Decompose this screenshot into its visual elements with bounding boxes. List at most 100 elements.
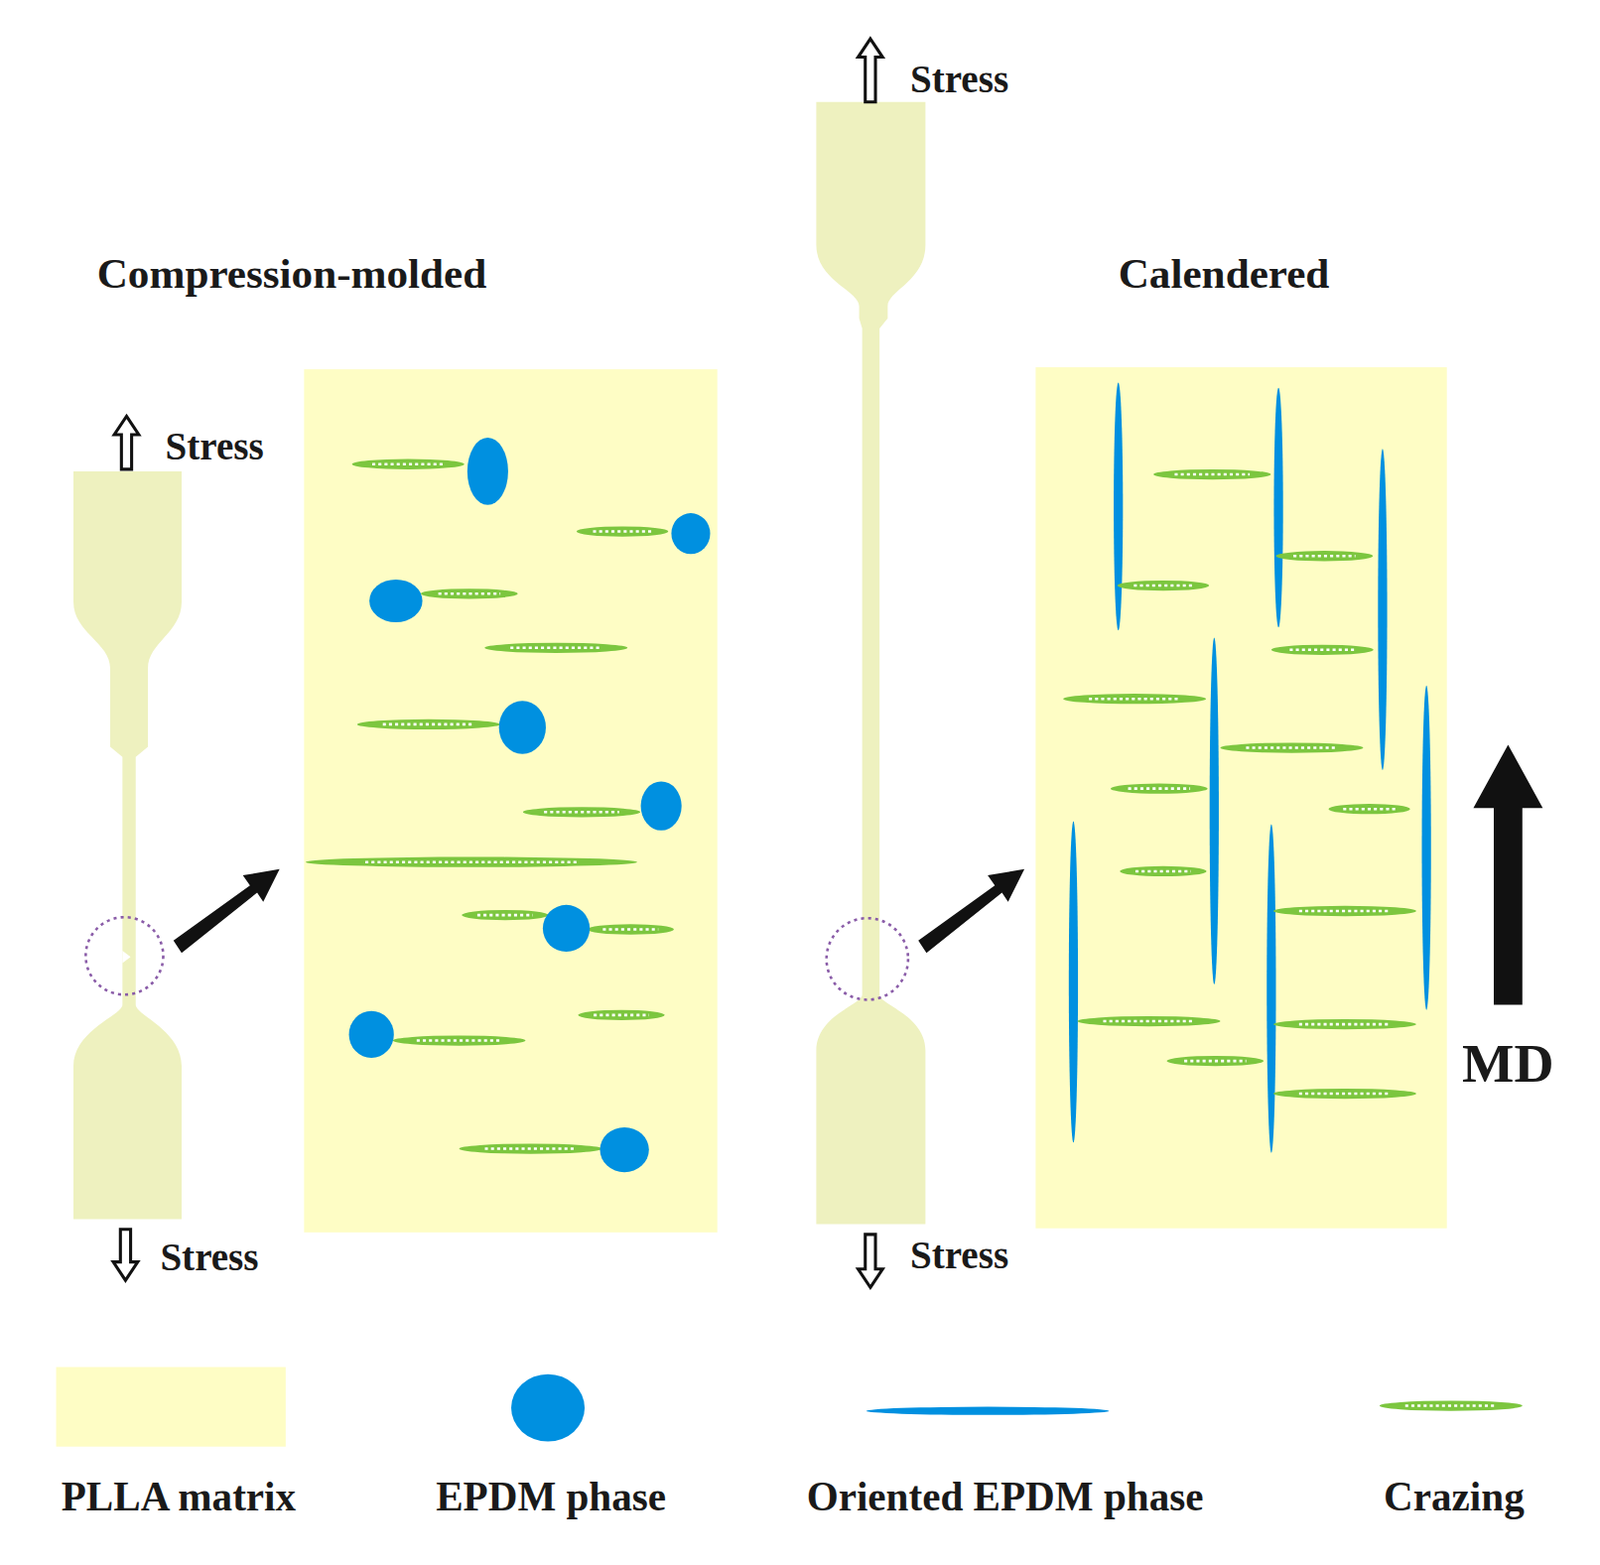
crazing-void [1289,649,1355,653]
oriented-epdm [1068,821,1078,1144]
crazing [1167,1056,1265,1067]
epdm-particle [349,1011,395,1059]
crazing-void [510,646,602,650]
epdm-particle [542,905,590,952]
crazing-void [1128,787,1192,791]
epdm-particle [599,1127,649,1173]
crazing [305,857,638,868]
stress-label: Stress [910,59,1009,99]
crazing-void [477,914,534,918]
crazing-void [1299,910,1391,914]
crazing-void [1174,473,1250,477]
legend-label: Oriented EPDM phase [806,1477,1204,1519]
notch [122,950,131,963]
crazing-void [485,1147,577,1151]
crazing [420,588,519,599]
epdm-particle [641,781,682,830]
oriented-epdm [1266,824,1276,1154]
crazing-void [438,592,502,596]
crazing [1271,645,1374,656]
matrix-panel [303,369,717,1233]
crazing-void [1184,1060,1247,1064]
legend-label: Crazing [1383,1477,1525,1519]
crazing [352,459,465,470]
crazing-void [543,810,620,814]
stress-label: Stress [159,1237,259,1277]
crazing [1077,1016,1221,1027]
crazing [1153,469,1271,480]
crazing [523,806,641,817]
panel-title: Compression-molded [97,252,488,295]
zoom-arrow [918,869,1025,953]
crazing-void [1133,584,1193,588]
zoom-circle [826,918,909,1000]
oriented-epdm [1209,638,1219,986]
specimen-calendered [815,102,926,1225]
panel-title: Calendered [1118,252,1331,295]
oriented-epdm [1377,448,1387,771]
crazing-void [1342,807,1396,811]
stress-arrow [113,1229,138,1281]
crazing-void [1299,1092,1391,1096]
stress-label: Stress [165,426,265,466]
crazing-void [592,530,652,534]
crazing-void [593,1014,650,1018]
stress-arrow [858,1234,884,1288]
crazing [1117,580,1210,591]
crazing-void [1135,870,1192,874]
oriented-epdm [1273,388,1283,629]
crazing [461,910,548,921]
crazing [1063,693,1206,704]
epdm-particle [467,437,509,506]
stress-arrow [114,415,139,469]
legend-swatch-frame [56,1367,286,1448]
crazing [1276,550,1374,561]
epdm-particle [369,579,422,623]
crazing [1273,1019,1417,1030]
crazing [1328,803,1410,814]
legend-epdm-blob [511,1374,585,1443]
md-arrow [1472,744,1543,1005]
crazing-void [416,1039,503,1043]
crazing-void [1405,1404,1497,1408]
crazing-void [1245,746,1337,750]
crazing [576,526,669,536]
crazing [1110,784,1208,795]
crazing [1379,1400,1523,1411]
matrix-panel [1035,367,1447,1229]
legend-label: EPDM phase [435,1477,667,1519]
legend-swatch [56,1367,286,1448]
crazing-void [1102,1020,1195,1024]
stress-arrow [858,38,884,103]
crazing-void [372,462,444,466]
zoom-arrow [173,869,280,953]
epdm-particle [670,513,710,554]
crazing-void [365,860,578,864]
crazing [1273,1088,1417,1099]
oriented-epdm [1422,685,1432,1011]
direction-label: MD [1462,1035,1554,1091]
legend-label: PLLA matrix [61,1477,296,1519]
crazing-void [383,723,475,727]
crazing-void [1293,554,1356,558]
oriented-epdm [1113,383,1123,632]
crazing [577,1010,665,1021]
crazing [1219,742,1363,753]
zoom-circle [85,917,163,995]
crazing [1119,866,1206,877]
crazing-void [602,928,659,932]
crazing-void [1088,697,1181,701]
crazing [1273,906,1417,917]
crazing [587,924,674,934]
legend-oriented-epdm [866,1407,1110,1416]
specimen-compression-molded [73,471,182,1220]
stress-label: Stress [910,1235,1009,1275]
crazing-void [1299,1023,1391,1027]
epdm-particle [499,700,546,754]
crazing [357,719,501,730]
crazing [393,1035,527,1046]
crazing [484,643,628,654]
crazing [459,1143,603,1154]
